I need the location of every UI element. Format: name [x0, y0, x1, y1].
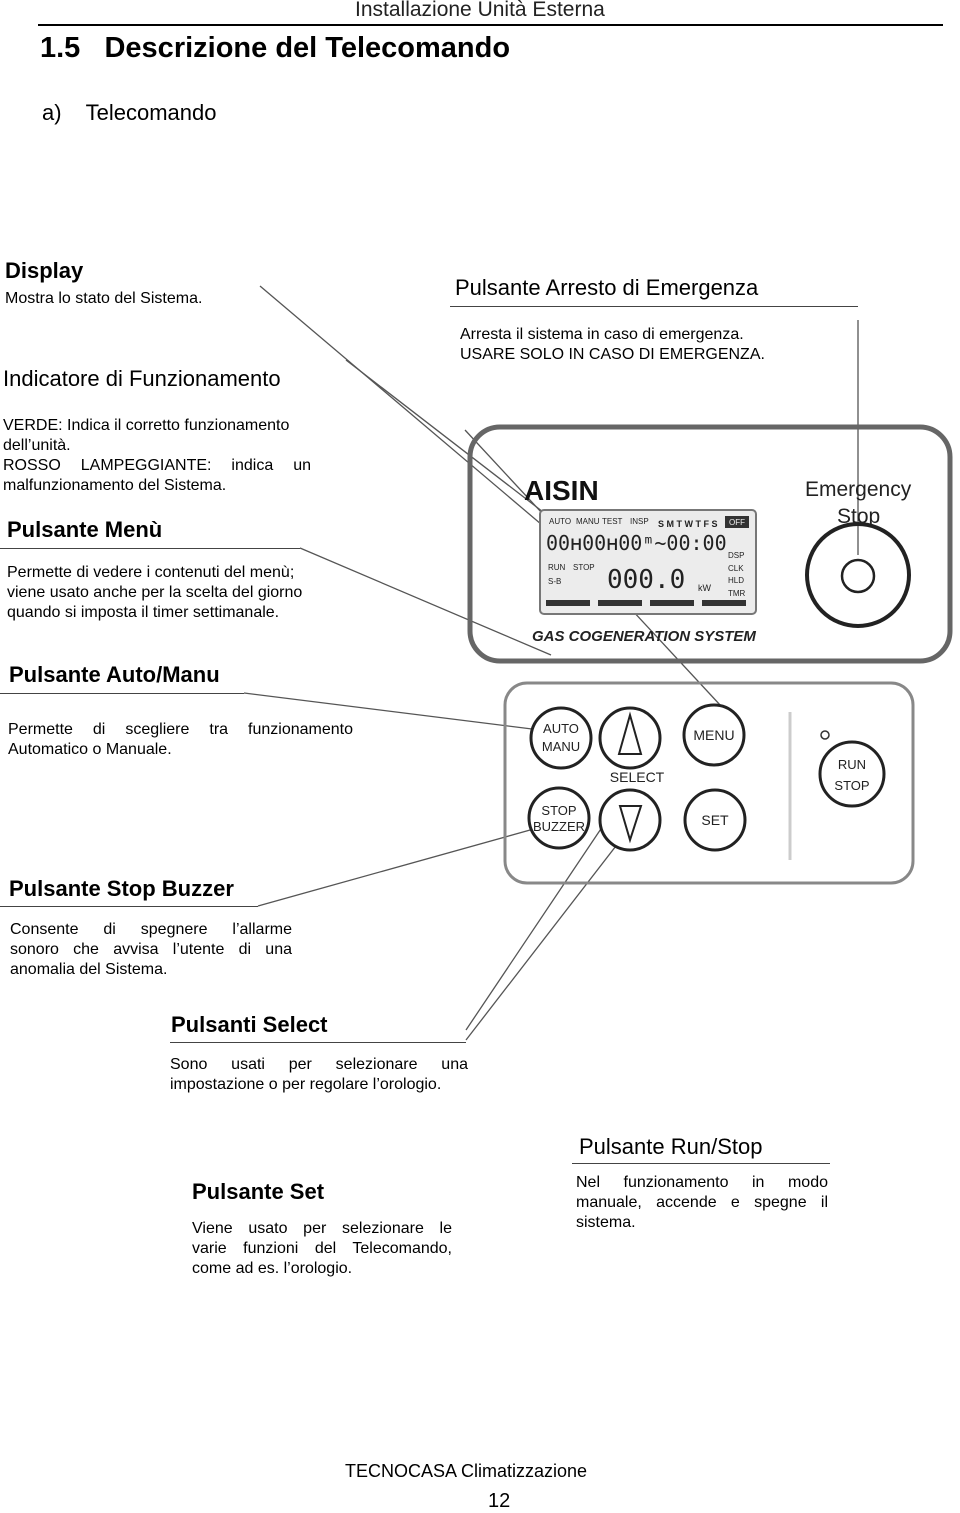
select-title: Pulsanti Select: [171, 1012, 328, 1037]
system-name: GAS COGENERATION SYSTEM: [532, 628, 756, 645]
stop-buzzer-text: Consente di spegnere l’allarme sonoro ch…: [10, 921, 292, 978]
select-down-button: [598, 788, 662, 852]
lcd-days: S M T W T F S: [658, 519, 718, 529]
header-rule: [38, 24, 943, 26]
emergency-label-1: Emergency: [805, 478, 912, 501]
status-led: [820, 730, 830, 740]
set-button: [683, 788, 747, 852]
remote-housing-bottom: [503, 681, 915, 885]
stop-label: STOP: [541, 803, 576, 818]
select-text: Sono usati per selezionare una impostazi…: [170, 1056, 468, 1093]
leader-display: [259, 285, 549, 531]
footer-company: TECNOCASA Climatizzazione: [345, 1461, 588, 1481]
leader-menu: [299, 547, 552, 656]
lcd-mode-manu: MANU: [576, 517, 600, 526]
run-stop-label: STOP: [834, 778, 869, 793]
chapter-title: 1.5 Descrizione del Telecomando: [40, 32, 511, 64]
emergency-label-2: Stop: [837, 505, 880, 528]
indicator-text: VERDE: Indica il corretto funzionamento …: [3, 417, 311, 494]
run-stop-title: Pulsante Run/Stop: [579, 1134, 763, 1159]
lcd-power-unit: kW: [698, 583, 712, 593]
leader-auto-manu: [243, 692, 541, 731]
remote-housing-top: [467, 424, 953, 664]
buzzer-label: BUZZER: [533, 819, 585, 834]
page-number: 12: [488, 1490, 511, 1512]
lcd-sb: S-B: [548, 577, 561, 586]
lcd-run: RUN: [548, 563, 566, 572]
lcd-clock: 00ʜ00ʜ00ᵐ~00:00: [546, 531, 727, 555]
lcd-tmr: TMR: [728, 589, 746, 598]
leader-select-2: [465, 819, 637, 1041]
menu-button: [682, 703, 746, 767]
lcd-power-value: 000.0: [607, 565, 685, 595]
select-label: SELECT: [610, 769, 665, 785]
lcd-mode-auto: AUTO: [549, 517, 571, 526]
lcd-off-badge: OFF: [729, 518, 745, 527]
emergency-button-center: [840, 558, 876, 594]
leader-indicator: [345, 359, 557, 523]
lcd-mode-test: TEST: [602, 517, 623, 526]
run-label: RUN: [838, 757, 866, 772]
menu-title: Pulsante Menù: [7, 517, 163, 542]
set-text: Viene usato per selezionare le varie fun…: [192, 1220, 452, 1277]
stop-buzzer-button: [527, 786, 591, 850]
indicator-title: Indicatore di Funzionamento: [3, 366, 281, 391]
select-up-button: [598, 706, 662, 770]
lcd-dsp: DSP: [728, 551, 744, 560]
auto-manu-text: Permette di scegliere tra funzionamento …: [8, 721, 353, 758]
run-stop-text: Nel funzionamento in modo manuale, accen…: [576, 1174, 828, 1231]
display-title: Display: [5, 258, 84, 283]
stop-buzzer-title: Pulsante Stop Buzzer: [9, 876, 234, 901]
set-label: SET: [701, 812, 729, 828]
manu-label: MANU: [542, 739, 580, 754]
emergency-button-ring: [805, 522, 911, 628]
set-title: Pulsante Set: [192, 1179, 325, 1204]
emergency-text: Arresta il sistema in caso di emergenza.…: [460, 326, 765, 363]
brand-logo: AISIN: [524, 475, 599, 506]
subheading: a) Telecomando: [42, 100, 217, 125]
display-text: Mostra lo stato del Sistema.: [5, 290, 203, 307]
auto-label: AUTO: [543, 721, 579, 736]
auto-manu-title: Pulsante Auto/Manu: [9, 662, 220, 687]
lcd-mode-insp: INSP: [630, 517, 649, 526]
lcd-stop: STOP: [573, 563, 595, 572]
auto-manu-button: [529, 706, 593, 770]
page-section-title: Installazione Unità Esterna: [355, 0, 605, 21]
lcd-hld: HLD: [728, 576, 744, 585]
menu-label: MENU: [693, 727, 734, 743]
lcd-display: [539, 509, 757, 615]
lcd-clk: CLK: [728, 564, 744, 573]
emergency-title: Pulsante Arresto di Emergenza: [455, 275, 759, 300]
run-stop-button: [818, 740, 886, 808]
leader-stop-buzzer: [257, 824, 549, 907]
menu-text: Permette di vedere i contenuti del menù;…: [7, 564, 303, 621]
